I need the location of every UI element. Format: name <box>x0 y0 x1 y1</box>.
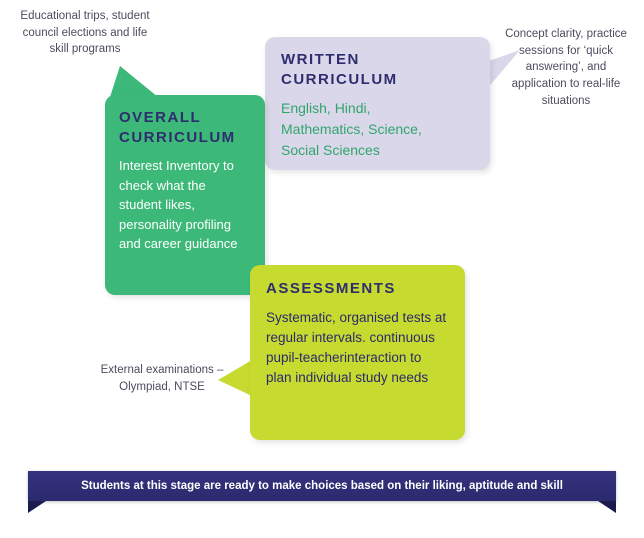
overall-curriculum-title: OVERALL CURRICULUM <box>119 109 236 146</box>
written-curriculum-body: English, Hindi, Mathematics, Science, So… <box>281 100 422 158</box>
ribbon-fold-right-icon <box>598 501 616 513</box>
assessments-callout-tail-icon <box>218 360 252 396</box>
overall-curriculum-body: Interest Inventory to check what the stu… <box>119 158 238 251</box>
bottom-banner-text: Students at this stage are ready to make… <box>81 480 563 492</box>
assessments-box: ASSESSMENTS Systematic, organised tests … <box>250 265 465 440</box>
assessments-title: ASSESSMENTS <box>266 280 396 297</box>
overall-curriculum-box: OVERALL CURRICULUM Interest Inventory to… <box>105 95 265 295</box>
written-curriculum-title: WRITTEN CURRICULUM <box>281 51 398 88</box>
overall-curriculum-callout-tail-icon <box>110 66 158 97</box>
written-curriculum-callout-tail-icon <box>486 50 520 90</box>
annotation-concept-clarity: Concept clarity, practice sessions for ‘… <box>505 28 627 107</box>
bottom-banner: Students at this stage are ready to make… <box>28 471 616 513</box>
ribbon-fold-left-icon <box>28 501 46 513</box>
annotation-educational-trips: Educational trips, student council elect… <box>20 10 150 56</box>
written-curriculum-box: WRITTEN CURRICULUM English, Hindi, Mathe… <box>265 37 490 170</box>
assessments-body: Systematic, organised tests at regular i… <box>266 309 447 386</box>
annotation-external-exams: External examinations – Olympiad, NTSE <box>100 364 224 393</box>
